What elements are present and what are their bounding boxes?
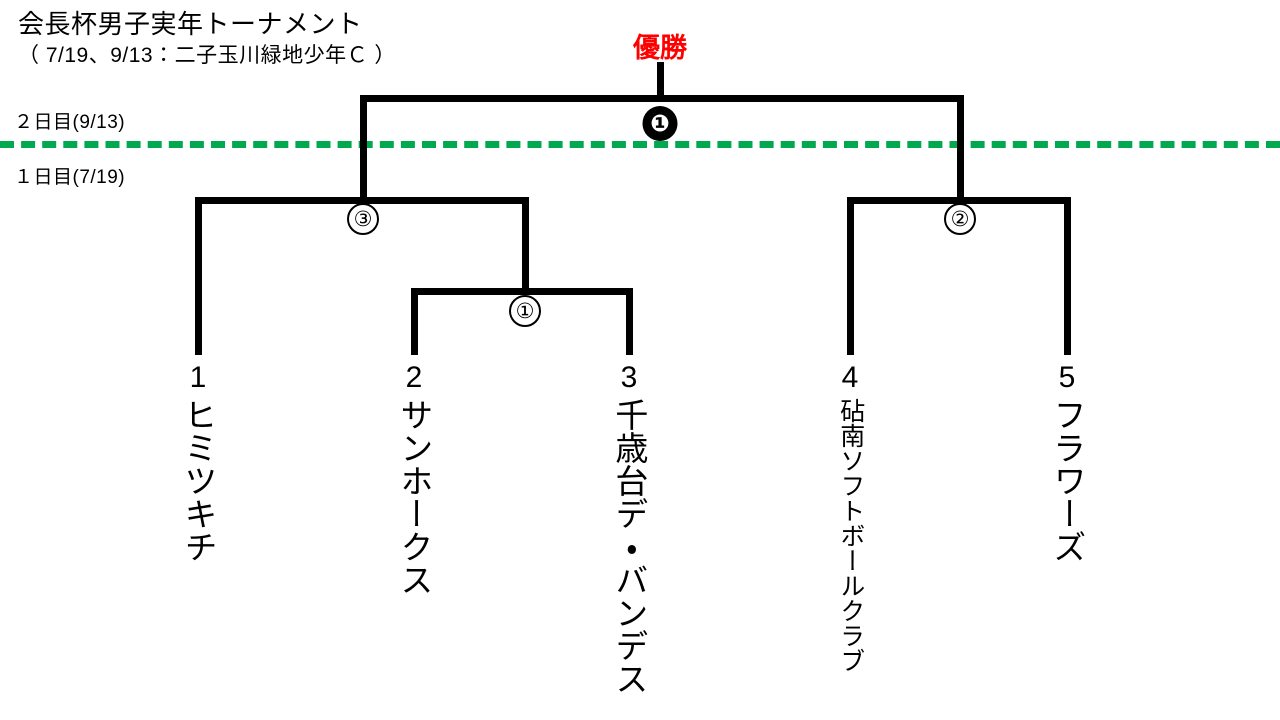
- title-block: 会長杯男子実年トーナメント （ 7/19、9/13：二子玉川緑地少年Ｃ ）: [18, 8, 396, 69]
- bracket-line-final-stem: [657, 62, 664, 102]
- team-name: 砧南ソフトボールクラブ: [836, 397, 865, 673]
- match-number-1[interactable]: ①: [509, 295, 541, 327]
- team-name: サンホークス: [395, 397, 433, 596]
- match-number-3[interactable]: ③: [347, 203, 379, 235]
- team-seed: 2: [405, 361, 423, 394]
- team-seed: 5: [1058, 361, 1076, 394]
- bracket-line-match1-riser: [522, 197, 529, 291]
- team-name: ヒミツキチ: [179, 397, 217, 563]
- day-divider-line: [0, 141, 1280, 148]
- team-seed: 3: [620, 361, 638, 394]
- bracket-line-match1-bar: [411, 288, 633, 295]
- bracket-line-team2-leg: [411, 288, 418, 355]
- bracket-line-match3-bar: [195, 197, 529, 204]
- bracket-line-final-right-leg: [957, 95, 964, 203]
- day-label-day2: ２日目(9/13): [14, 112, 126, 133]
- page-title: 会長杯男子実年トーナメント: [18, 9, 363, 39]
- match-number-2[interactable]: ②: [944, 203, 976, 235]
- bracket-line-final-bar: [360, 95, 964, 102]
- team-seed: 1: [189, 361, 207, 394]
- team-name: 千歳台デ・バンデス: [610, 397, 648, 695]
- champion-label: 優勝: [633, 33, 687, 63]
- team-entry-4[interactable]: 4 砧南ソフトボールクラブ: [815, 362, 885, 673]
- team-entry-3[interactable]: 3 千歳台デ・バンデス: [594, 362, 664, 695]
- team-name: フラワーズ: [1048, 397, 1086, 563]
- team-entry-5[interactable]: 5 フラワーズ: [1032, 362, 1102, 563]
- team-entry-1[interactable]: 1 ヒミツキチ: [163, 362, 233, 563]
- bracket-line-team1-leg: [195, 197, 202, 355]
- bracket-line-team3-leg: [626, 288, 633, 355]
- champion-marker[interactable]: ❶: [642, 106, 678, 141]
- bracket-line-final-left-leg: [360, 95, 367, 203]
- team-entry-2[interactable]: 2 サンホークス: [379, 362, 449, 596]
- day-label-day1: １日目(7/19): [14, 167, 126, 188]
- bracket-line-team5-leg: [1064, 197, 1071, 355]
- bracket-line-team4-leg: [847, 197, 854, 355]
- bracket-line-match2-bar: [847, 197, 1071, 204]
- team-seed: 4: [841, 361, 859, 394]
- page-subtitle: （ 7/19、9/13：二子玉川緑地少年Ｃ ）: [18, 43, 396, 67]
